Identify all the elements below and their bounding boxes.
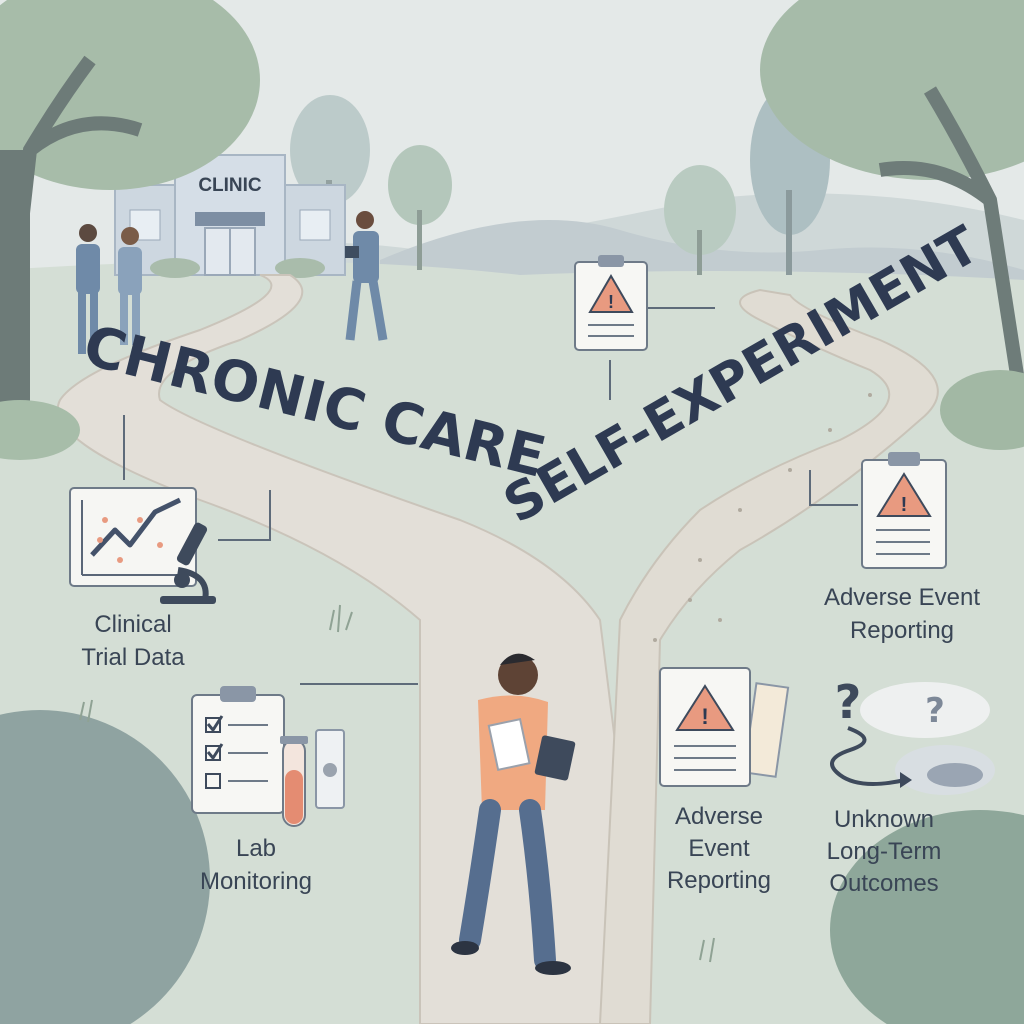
label-lab-line2: Monitoring: [200, 868, 312, 895]
bush-right: [940, 370, 1024, 450]
grass-tufts: [79, 604, 715, 963]
clinic-sign: CLINIC: [198, 175, 262, 196]
winding-arrow: [830, 726, 906, 786]
svg-text:?: ?: [835, 675, 862, 729]
slide-icon: [315, 729, 345, 809]
svg-text:?: ?: [925, 691, 945, 731]
walking-person: [451, 653, 576, 975]
question-mark-icon: ? ?: [835, 675, 945, 731]
svg-text:!: !: [701, 704, 708, 729]
label-adverse-top-line1: Adverse Event: [824, 584, 980, 611]
warning-clipboard-icon: !: [574, 255, 648, 351]
clinic-staff: [76, 211, 388, 354]
warning-clipboard-icon: !: [861, 452, 947, 569]
tree-right: [760, 0, 1024, 422]
label-lab-line1: Lab: [236, 835, 276, 862]
arrow-head-icon: [900, 772, 912, 788]
label-adverse-bottom-line2: Event: [688, 835, 750, 862]
connector-lines: [123, 307, 858, 685]
warning-clipboard-icon: !: [659, 667, 790, 787]
left-path: [56, 274, 652, 1024]
bush-bottom-right: [830, 810, 1024, 1024]
label-adverse-bottom-line3: Reporting: [667, 867, 771, 894]
label-clinical-trial-line2: Trial Data: [81, 644, 185, 671]
right-path: [598, 288, 939, 1024]
svg-text:!: !: [901, 494, 908, 516]
bush-left: [0, 400, 80, 460]
path-pebbles: [653, 393, 872, 642]
test-tube-icon: [280, 736, 308, 827]
bush-bottom-left: [0, 710, 210, 1024]
label-unknown-line2: Long-Term: [827, 838, 942, 865]
checklist-clipboard-icon: [191, 686, 285, 814]
label-adverse-top-line2: Reporting: [850, 617, 954, 644]
microscope-icon: [160, 522, 216, 604]
clinic-building: [114, 154, 346, 276]
trend-chart-icon: [69, 487, 197, 587]
tree-left: [0, 0, 260, 430]
svg-text:!: !: [608, 292, 614, 312]
hedge: [275, 258, 325, 278]
label-clinical-trial-line1: Clinical: [94, 611, 171, 638]
label-unknown-line3: Outcomes: [829, 870, 938, 897]
fog-cloud: [860, 682, 995, 795]
label-adverse-bottom-line1: Adverse: [675, 803, 763, 830]
hedge: [150, 258, 200, 278]
label-unknown-line1: Unknown: [834, 806, 934, 833]
